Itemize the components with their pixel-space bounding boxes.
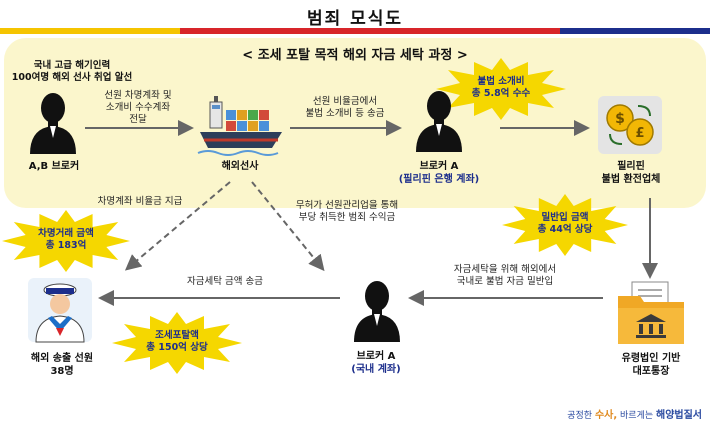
edge-corp-to-brokerkr-line2: 국내로 불법 자금 밀반입 — [456, 276, 554, 287]
broker-ab-note: 국내 고급 해기인력 100여명 해외 선사 취업 알선 — [2, 60, 142, 84]
starburst-icon — [502, 194, 628, 256]
burst-smuggle-line1: 밀반입 금액 — [541, 212, 589, 223]
header-stripe-yellow — [0, 28, 180, 34]
person-silhouette-icon — [354, 281, 400, 342]
paper-corp-label-line2: 대포통장 — [632, 366, 670, 377]
panel-title: < 조세 포탈 목적 해외 자금 세탁 과정 > — [242, 48, 468, 63]
edge-ship-to-brokerkr-line2: 부당 취득한 범죄 수익금 — [298, 212, 396, 223]
header-stripe-navy — [560, 28, 710, 34]
exchange-label: 필리핀 불법 환전업체 — [586, 160, 676, 186]
edge-brokerkr-to-sailors-label: 자금세탁 금액 송금 — [187, 276, 263, 287]
edge-ab-to-ship-line3: 전달 — [129, 114, 147, 125]
burst-evasion-line1: 조세포탈액 — [155, 330, 199, 341]
burst-borrowed-text: 차명거래 금액 총 183억 — [26, 228, 106, 252]
sailors-label-line1: 해외 송출 선원 — [30, 353, 94, 364]
edge-corp-to-brokerkr-line1: 자금세탁을 위해 해외에서 — [453, 264, 557, 275]
person-silhouette-icon — [416, 91, 462, 152]
burst-borrowed-line2: 총 183억 — [45, 240, 87, 251]
broker-a-kr-name: 브로커 A — [356, 351, 396, 362]
shipping-label: 해외선사 — [221, 161, 259, 172]
burst-fee-line2: 총 5.8억 수수 — [471, 88, 531, 99]
broker-a-ph-name: 브로커 A — [419, 161, 459, 172]
person-silhouette-icon — [30, 93, 76, 154]
broker-ab-note-line2: 100여명 해외 선사 취업 알선 — [11, 72, 133, 83]
burst-borrowed-line1: 차명거래 금액 — [38, 228, 94, 239]
edge-ship-to-brokerph-line2: 불법 소개비 등 송금 — [305, 108, 385, 119]
broker-ab-note-line1: 국내 고급 해기인력 — [33, 60, 111, 71]
footer-part2: 수사, — [594, 410, 618, 421]
sailor-icon — [28, 278, 92, 343]
starburst-icon — [436, 58, 566, 120]
edge-corp-to-brokerkr-label: 자금세탁을 위해 해외에서 국내로 불법 자금 밀반입 — [430, 264, 580, 288]
burst-smuggle-line2: 총 44억 상당 — [537, 224, 593, 235]
broker-a-kr-label: 브로커 A (국내 계좌) — [326, 350, 426, 376]
burst-smuggle-text: 밀반입 금액 총 44억 상당 — [530, 212, 600, 236]
burst-evasion-line2: 총 150억 상당 — [146, 342, 208, 353]
arrow-ship-to-brokerkr — [251, 181, 325, 272]
footer-part4: 해양법질서 — [656, 410, 702, 421]
currency-exchange-icon: $ £ — [598, 96, 662, 154]
footer-slogan: 공정한 수사, 바르게는 해양법질서 — [520, 406, 702, 421]
broker-a-kr-account: (국내 계좌) — [351, 364, 401, 375]
edge-ab-to-ship-line2: 소개비 수수계좌 — [105, 102, 171, 113]
exchange-label-line1: 필리핀 — [617, 161, 645, 172]
footer-part3: 바르게는 — [617, 411, 656, 421]
edge-ship-to-sailors-label: 차명계좌 비율금 지급 — [97, 196, 183, 207]
broker-a-ph-label: 브로커 A (필리핀 은행 계좌) — [384, 160, 494, 186]
edge-ab-to-ship-line1: 선원 차명계좌 및 — [104, 90, 172, 101]
edge-ship-to-brokerkr-line1: 무허가 선원관리업을 통해 — [295, 200, 399, 211]
sailors-label: 해외 송출 선원 38명 — [12, 352, 112, 378]
svg-text:£: £ — [635, 126, 644, 141]
svg-text:$: $ — [615, 111, 625, 127]
paper-corp-label: 유령법인 기반 대포통장 — [596, 352, 706, 378]
page-title: 범죄 모식도 — [306, 9, 404, 29]
footer-part1: 공정한 — [567, 411, 595, 421]
edge-ab-to-ship-label: 선원 차명계좌 및 소개비 수수계좌 전달 — [88, 90, 188, 126]
edge-ship-to-brokerph-line1: 선원 비율금에서 — [312, 96, 378, 107]
burst-evasion-text: 조세포탈액 총 150억 상당 — [137, 330, 217, 354]
starburst-icon — [112, 312, 242, 374]
cargo-ship-icon — [197, 96, 282, 156]
exchange-label-line2: 불법 환전업체 — [601, 174, 661, 185]
sailors-label-line2: 38명 — [50, 366, 74, 377]
burst-fee-text: 불법 소개비 총 5.8억 수수 — [466, 76, 536, 100]
edge-ship-to-brokerkr-label: 무허가 선원관리업을 통해 부당 취득한 범죄 수익금 — [272, 200, 422, 224]
paper-corp-label-line1: 유령법인 기반 — [621, 353, 681, 364]
document-folder-bank-icon — [618, 281, 684, 344]
starburst-icon — [2, 210, 130, 272]
header-stripe-red — [180, 28, 560, 34]
broker-ab-label: A,B 브로커 — [28, 161, 80, 172]
edge-ship-to-brokerph-label: 선원 비율금에서 불법 소개비 등 송금 — [290, 96, 400, 120]
burst-fee-line1: 불법 소개비 — [477, 76, 525, 87]
broker-a-ph-account: (필리핀 은행 계좌) — [398, 174, 480, 185]
arrow-ship-to-sailors — [124, 181, 231, 271]
